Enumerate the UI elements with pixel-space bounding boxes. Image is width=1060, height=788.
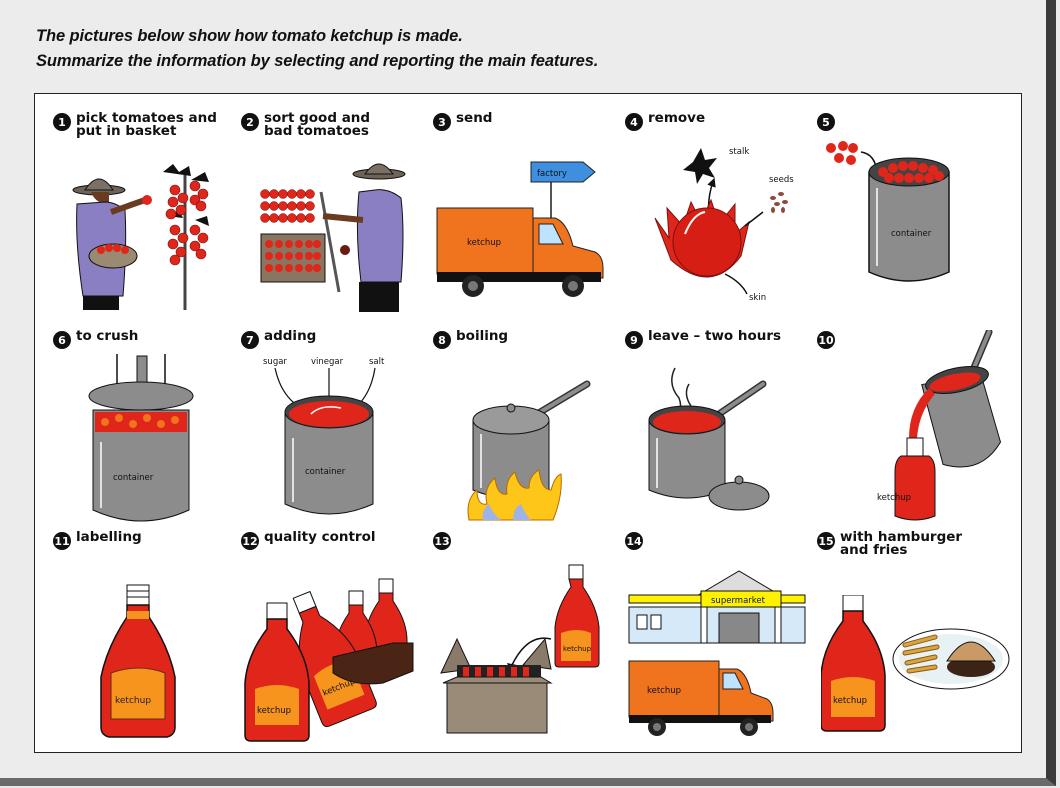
- step-3: 3 send factory ketchup: [433, 110, 623, 312]
- cooling-pot-icon: [648, 367, 770, 511]
- step-6-header: 6 to crush: [53, 328, 139, 349]
- step-2: 2 sort good and bad tomatoes: [241, 110, 431, 312]
- instruction-line-1: The pictures below show how tomato ketch…: [36, 27, 463, 45]
- step-8: 8 boiling: [433, 328, 623, 530]
- bottle-label-text: ketchup: [115, 696, 151, 706]
- step-label: pick tomatoes and put in basket: [76, 110, 217, 139]
- step-number-badge: 3: [433, 113, 451, 131]
- delivery-truck-icon: factory ketchup: [436, 161, 604, 297]
- tomato-picker-icon: [72, 164, 209, 310]
- step-13: 13 ketchup: [433, 531, 623, 746]
- step-15-header: 15 with hamburger and fries: [817, 529, 963, 558]
- step-7-header: 7 adding: [241, 328, 317, 349]
- step-2-header: 2 sort good and bad tomatoes: [241, 110, 371, 139]
- step-4: 4 remove stalk seeds skin: [625, 110, 815, 312]
- step-12: 12 quality control ketchup ketchup: [241, 529, 431, 746]
- step-number-badge: 8: [433, 331, 451, 349]
- step-9: 9 leave – two hours: [625, 328, 815, 530]
- step-7: 7 adding sugar vinegar salt container: [241, 328, 431, 530]
- step-11-header: 11 labelling: [53, 529, 142, 550]
- bottle-inspection-icon: ketchup ketchup: [244, 578, 414, 742]
- sugar-label: sugar: [263, 357, 287, 367]
- factory-sign-text: factory: [537, 169, 567, 179]
- container-label: container: [891, 229, 932, 239]
- container-label: container: [113, 473, 154, 483]
- vinegar-label: vinegar: [311, 357, 344, 367]
- step-number-badge: 14: [625, 532, 643, 550]
- step-15: 15 with hamburger and fries ketchup: [817, 529, 1017, 746]
- ketchup-label: ketchup: [877, 493, 911, 503]
- step-4-header: 4 remove: [625, 110, 706, 131]
- step-number-badge: 5: [817, 113, 835, 131]
- step-3-header: 3 send: [433, 110, 493, 131]
- seeds-label: seeds: [769, 175, 794, 185]
- step-label: adding: [264, 328, 317, 344]
- step-10-header: 10: [817, 330, 835, 349]
- step-label: send: [456, 110, 493, 126]
- tomato-parts-icon: stalk seeds skin: [654, 147, 794, 303]
- step-label: to crush: [76, 328, 139, 344]
- packing-box-icon: ketchup: [440, 564, 600, 734]
- container-tomatoes-icon: container: [826, 141, 950, 282]
- step-number-badge: 6: [53, 331, 71, 349]
- step-number-badge: 9: [625, 331, 643, 349]
- step-number-badge: 12: [241, 532, 259, 550]
- step-5-header: 5: [817, 112, 835, 131]
- step-number-badge: 10: [817, 331, 835, 349]
- ketchup-bottle-icon: ketchup: [100, 584, 176, 738]
- step-12-header: 12 quality control: [241, 529, 376, 550]
- step-number-badge: 2: [241, 113, 259, 131]
- step-13-header: 13: [433, 531, 451, 550]
- instruction-line-2: Summarize the information by selecting a…: [36, 52, 599, 70]
- step-label: boiling: [456, 328, 509, 344]
- step-label: leave – two hours: [648, 328, 782, 344]
- supermarket-sign-text: supermarket: [711, 596, 766, 606]
- truck-text: ketchup: [647, 686, 681, 696]
- ketchup-with-meal-icon: ketchup: [821, 595, 1010, 732]
- step-number-badge: 4: [625, 113, 643, 131]
- boiling-pot-icon: [467, 380, 591, 521]
- step-label: with hamburger and fries: [840, 529, 963, 558]
- bottle-label-text: ketchup: [257, 706, 291, 716]
- step-14-header: 14: [625, 531, 643, 550]
- step-11: 11 labelling ketchup: [53, 529, 243, 746]
- sorting-tomatoes-icon: [260, 163, 406, 312]
- step-label: quality control: [264, 529, 376, 545]
- step-number-badge: 7: [241, 331, 259, 349]
- step-14: 14 supermarket ketchup: [625, 531, 815, 746]
- step-label: remove: [648, 110, 706, 126]
- supermarket-delivery-icon: supermarket ketchup: [628, 570, 806, 736]
- task-instructions: The pictures below show how tomato ketch…: [36, 24, 598, 74]
- crusher-icon: container: [88, 354, 194, 522]
- container-label: container: [305, 467, 346, 477]
- skin-label: skin: [749, 293, 766, 303]
- step-number-badge: 15: [817, 532, 835, 550]
- process-diagram-frame: 1 pick tomatoes and put in basket: [34, 93, 1022, 753]
- mixing-container-icon: sugar vinegar salt container: [263, 357, 385, 515]
- step-10: 10 ketchup: [817, 330, 1007, 530]
- step-8-header: 8 boiling: [433, 328, 509, 349]
- step-number-badge: 11: [53, 532, 71, 550]
- step-9-header: 9 leave – two hours: [625, 328, 782, 349]
- step-1-header: 1 pick tomatoes and put in basket: [53, 110, 217, 139]
- step-1: 1 pick tomatoes and put in basket: [53, 110, 243, 312]
- step-number-badge: 13: [433, 532, 451, 550]
- stalk-label: stalk: [729, 147, 749, 157]
- step-number-badge: 1: [53, 113, 71, 131]
- truck-text: ketchup: [467, 238, 501, 248]
- salt-label: salt: [369, 357, 385, 367]
- bottle-label-text: ketchup: [563, 645, 592, 653]
- pouring-into-bottle-icon: ketchup: [877, 330, 1002, 521]
- step-6: 6 to crush container: [53, 328, 243, 530]
- bottle-label-text: ketchup: [833, 696, 867, 706]
- step-label: labelling: [76, 529, 142, 545]
- step-label: sort good and bad tomatoes: [264, 110, 371, 139]
- step-5: 5 container: [817, 112, 1007, 312]
